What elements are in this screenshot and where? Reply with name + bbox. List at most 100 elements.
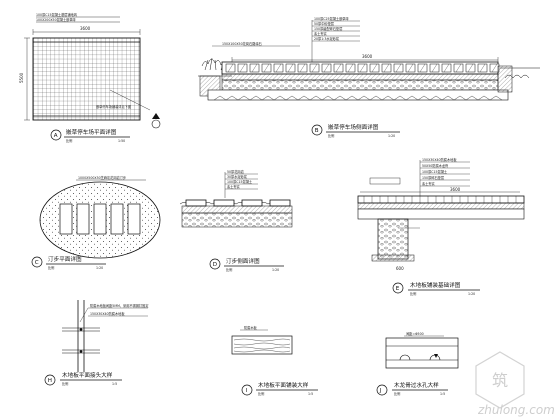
detail-board-symbol: I: [246, 388, 248, 394]
stepping-stone: [127, 203, 141, 235]
paver-block-hatch: [419, 63, 426, 73]
plan-stepping-scale-label: 比例: [48, 265, 54, 270]
detail-board-scale-label: 比例: [258, 391, 264, 396]
plan-stepping-group: 1000X500X50芝麻灰花岗岩汀步 C 汀步平面详图 比例 1:20: [31, 175, 161, 270]
section-parking-notes: 100厚C25混凝土嵌草砖 50厚中砂垫层 150厚级配碎石垫层 素土夯实 20…: [212, 16, 360, 66]
logo-hexagon-icon: [475, 351, 525, 409]
section-deck-notes: 150X30X40防腐木地板 50X50防腐木龙骨 100厚C15混凝土 150…: [369, 157, 470, 196]
paver-block-hatch: [371, 63, 378, 73]
plan-parking-dim-left: 5500: [19, 72, 24, 83]
plan-parking-symbol: A: [54, 133, 58, 139]
plan-stepping-title: 汀步平面详图: [48, 255, 82, 263]
detail-board-scale-value: 1:5: [308, 392, 313, 396]
paver-block-hatch: [251, 63, 258, 73]
detail-drain-scale-label: 比例: [394, 391, 400, 396]
plan-parking-scale-label: 比例: [66, 138, 72, 143]
paver-block-hatch: [299, 63, 306, 73]
paver-block-hatch: [455, 63, 462, 73]
detail-joint-scale-value: 1:5: [112, 382, 117, 386]
paver-block-hatch: [287, 63, 294, 73]
section-deck-dim-width2: 600: [396, 266, 404, 271]
plan-stepping-dim-top: 1000X500X50芝麻灰花岗岩汀步: [78, 175, 126, 180]
paver-block-hatch: [383, 63, 390, 73]
section-deck-note-4: 150厚碎石垫层: [422, 175, 444, 180]
detail-drain-group: 间距=Φ500 J 木龙骨过水孔大样 比例 1:5: [376, 331, 459, 396]
detail-joint-note-1: 防腐木地板间距5MM，采用不锈钢钉固定: [90, 303, 149, 308]
section-stepping-note-3: 100厚C15混凝土: [227, 179, 253, 184]
section-parking-note-4: 素土夯实: [314, 31, 327, 36]
paver-block-hatch: [407, 63, 414, 73]
paver-block-hatch: [263, 63, 270, 73]
paver-block-hatch: [323, 63, 330, 73]
symbol-circle-b: [311, 124, 323, 136]
detail-joint-scale-label: 比例: [62, 381, 68, 386]
watermark: 筑 zhulong.com: [475, 351, 555, 417]
shrub-right: [497, 65, 540, 93]
section-deck-note-1: 150X30X40防腐木地板: [422, 157, 457, 162]
paver-block-hatch: [347, 63, 354, 73]
symbol-circle-c: [31, 256, 43, 268]
grass-paver-grid: [32, 37, 141, 121]
stepping-stones: [59, 203, 141, 235]
section-deck-note-2: 50X50防腐木龙骨: [422, 163, 448, 168]
paver-block-hatch: [359, 63, 366, 73]
plan-stepping-symbol: C: [35, 260, 39, 266]
detail-drain-title: 木龙骨过水孔大样: [394, 381, 439, 389]
drain-hole: [399, 354, 411, 361]
section-stepping-group: 50厚花岗岩 30厚水泥砂浆 100厚C15混凝土 素土夯实 D 汀步侧面详图 …: [179, 169, 293, 272]
paver-block-hatch: [395, 63, 402, 73]
section-parking-note-1: 100厚C25混凝土嵌草砖: [314, 16, 349, 21]
paver-block-hatch: [431, 63, 438, 73]
section-stepping-notes: 50厚花岗岩 30厚水泥砂浆 100厚C15混凝土 素土夯实: [224, 169, 258, 198]
board-sample: [231, 335, 293, 355]
section-stepping-scale-label: 比例: [226, 267, 232, 272]
watermark-logo-text: 筑: [492, 371, 508, 390]
detail-drain-note-1: 间距=Φ500: [406, 331, 424, 336]
section-stepping-note-4: 素土夯实: [227, 184, 240, 189]
section-parking-note-6: 150X100X50花岗石路缘石: [222, 41, 262, 46]
section-parking-dim-top: 3600: [362, 54, 373, 59]
section-deck-note-3: 100厚C15混凝土: [422, 169, 448, 174]
plan-stepping-scale-value: 1:20: [96, 266, 103, 270]
section-deck-dim-width: 3600: [450, 187, 461, 192]
section-deck-scale-value: 1:20: [468, 292, 475, 296]
plan-parking-note-3: 嵌草停车场铺装详见下图: [96, 104, 131, 109]
detail-joint-symbol: H: [48, 378, 52, 384]
stepping-stone: [59, 203, 73, 235]
section-parking-note-2: 50厚中砂垫层: [314, 21, 334, 26]
watermark-brand: zhulong.com: [477, 403, 555, 417]
symbol-circle-e: [392, 282, 404, 294]
paver-block-hatch: [479, 63, 486, 73]
plan-parking-title: 嵌草停车场平面详图: [66, 128, 117, 136]
section-parking-note-5: 20厚1:3水泥砂浆: [314, 36, 340, 41]
stepping-stone: [110, 203, 124, 235]
detail-joint-note-2: 150X30X40防腐木地板: [90, 311, 125, 316]
section-deck-scale-label: 比例: [410, 291, 416, 296]
section-deck-title: 木地板铺装基础详图: [410, 281, 461, 289]
paver-block-hatch: [311, 63, 318, 73]
paver-block-hatch: [239, 63, 246, 73]
section-parking-scale-value: 1:20: [388, 134, 395, 138]
plan-parking-note-2: 100X200X50混凝土嵌草砖: [36, 17, 77, 22]
deck-boards: [357, 195, 525, 204]
section-parking-title: 嵌草停车场侧面详图: [328, 123, 379, 131]
section-parking-group: 100厚C25混凝土嵌草砖 50厚中砂垫层 150厚级配碎石垫层 素土夯实 20…: [198, 16, 540, 138]
plan-parking-dim-top: 3600: [80, 26, 91, 31]
section-stepping-note-2: 30厚水泥砂浆: [227, 174, 248, 179]
paver-block-hatch: [467, 63, 474, 73]
section-stepping-symbol: D: [213, 262, 217, 268]
section-stepping-scale-value: 1:20: [272, 268, 279, 272]
paver-block-hatch: [443, 63, 450, 73]
section-parking-note-3: 150厚级配碎石垫层: [314, 26, 342, 31]
detail-joint-group: 防腐木地板间距5MM，采用不锈钢钉固定 150X30X40防腐木地板 H 木地板…: [44, 300, 149, 386]
plan-parking-notes: 100厚C15混凝土基层铺地砖 100X200X50混凝土嵌草砖: [36, 12, 120, 23]
stepping-stone: [93, 203, 107, 235]
plan-parking-scale-value: 1:50: [118, 139, 125, 143]
detail-drain-scale-value: 1:5: [440, 392, 445, 396]
deck-board-joints: [363, 196, 517, 203]
sand-layer: [221, 73, 499, 81]
symbol-circle-d: [209, 258, 221, 270]
detail-joint-title: 木地板平面接头大样: [62, 371, 113, 379]
section-deck-note-5: 素土夯实: [422, 181, 435, 186]
